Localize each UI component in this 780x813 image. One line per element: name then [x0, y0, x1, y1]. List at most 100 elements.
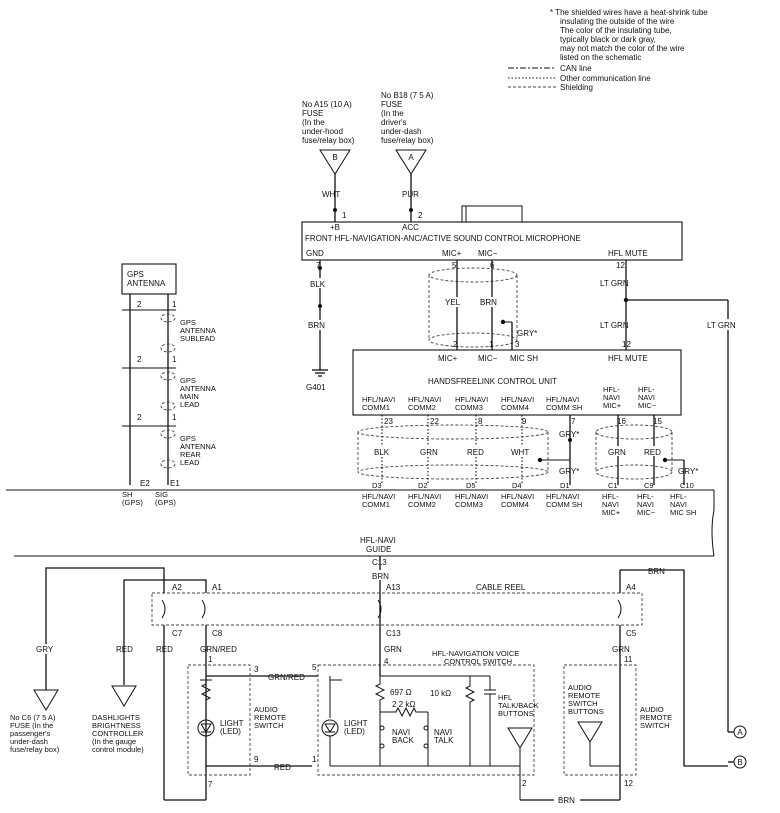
svg-text:LIGHT: LIGHT: [344, 719, 368, 728]
svg-text:2: 2: [453, 340, 458, 349]
svg-text:COMM1: COMM1: [362, 403, 390, 412]
audio-remote-switch-left: [187, 664, 251, 776]
svg-text:697 Ω: 697 Ω: [390, 688, 412, 697]
svg-text:GND: GND: [306, 249, 324, 258]
svg-text:AUDIO: AUDIO: [640, 705, 664, 714]
svg-text:COMM4: COMM4: [501, 500, 529, 509]
svg-text:B: B: [332, 153, 337, 162]
svg-text:7: 7: [208, 780, 213, 789]
svg-text:DASHLIGHTS: DASHLIGHTS: [92, 713, 140, 722]
svg-text:A: A: [737, 728, 743, 737]
svg-text:typically black or dark gray,: typically black or dark gray,: [560, 35, 656, 44]
svg-text:CONTROL SWITCH: CONTROL SWITCH: [444, 657, 512, 666]
svg-text:RED: RED: [274, 763, 291, 772]
handsfreelink-control-unit: [352, 349, 682, 416]
svg-text:GPS: GPS: [180, 434, 196, 443]
svg-text:LEAD: LEAD: [180, 458, 200, 467]
audio-remote-switch-right-title: AUDIO REMOTE SWITCH: [640, 705, 672, 730]
svg-text:may not match the color of the: may not match the color of the wire: [560, 44, 685, 53]
svg-text:driver's: driver's: [381, 118, 407, 127]
svg-text:MAIN: MAIN: [180, 392, 199, 401]
svg-text:under-dash: under-dash: [381, 127, 421, 136]
cable-reel-box: [151, 592, 643, 626]
svg-text:COMM1: COMM1: [362, 500, 390, 509]
svg-text:(LED): (LED): [344, 727, 365, 736]
svg-text:23: 23: [384, 417, 393, 426]
svg-text:5: 5: [312, 663, 317, 672]
svg-text:CAN line: CAN line: [560, 64, 592, 73]
svg-text:ANTENNA: ANTENNA: [127, 279, 166, 288]
shield-notes: * The shielded wires have a heat-shrink …: [550, 8, 708, 62]
svg-text:2: 2: [137, 355, 142, 364]
svg-text:MIC SH: MIC SH: [670, 508, 696, 517]
voice-switch-light: [321, 676, 342, 766]
audio-remote-switch-buttons-label: AUDIO REMOTE SWITCH BUTTONS: [568, 683, 604, 716]
front-microphone-title: FRONT HFL-NAVIGATION-ANC/ACTIVE SOUND CO…: [305, 234, 581, 243]
svg-text:BUTTONS: BUTTONS: [568, 707, 604, 716]
offpage-connector-b: [733, 755, 747, 769]
svg-text:BLK: BLK: [310, 280, 326, 289]
svg-text:7: 7: [571, 417, 576, 426]
svg-text:HFL: HFL: [498, 693, 512, 702]
svg-text:ANTENNA: ANTENNA: [180, 442, 216, 451]
svg-text:G401: G401: [306, 383, 326, 392]
svg-text:RED: RED: [467, 448, 484, 457]
svg-text:AUDIO: AUDIO: [254, 705, 278, 714]
svg-text:GRN/RED: GRN/RED: [200, 645, 237, 654]
svg-text:C8: C8: [212, 629, 223, 638]
svg-text:REMOTE: REMOTE: [640, 713, 672, 722]
svg-text:LT GRN: LT GRN: [600, 321, 629, 330]
svg-text:(GPS): (GPS): [155, 498, 176, 507]
hfl-navi-guide-outline: [6, 489, 715, 557]
svg-text:NAVI: NAVI: [602, 500, 619, 509]
svg-text:RED: RED: [644, 448, 661, 457]
svg-text:HFL/NAVI: HFL/NAVI: [455, 395, 488, 404]
svg-text:MIC+: MIC+: [442, 249, 462, 258]
svg-text:insulating the outside of the: insulating the outside of the wire: [560, 17, 675, 26]
svg-text:C13: C13: [386, 629, 401, 638]
svg-text:NAVI: NAVI: [638, 393, 655, 402]
svg-text:* The shielded wires have a h: * The shielded wires have a heat-shrink …: [550, 8, 708, 17]
svg-text:RED: RED: [156, 645, 173, 654]
fuse-b18-triangle: [395, 149, 427, 175]
dashlights-triangle: [111, 685, 137, 707]
svg-text:fuse/relay box): fuse/relay box): [302, 136, 355, 145]
svg-text:(In the gauge: (In the gauge: [92, 737, 136, 746]
svg-text:MIC SH: MIC SH: [510, 354, 538, 363]
guide-gps-pins: SH (GPS) SIG (GPS): [122, 490, 176, 507]
svg-text:A1: A1: [212, 583, 222, 592]
svg-text:E2: E2: [140, 479, 150, 488]
svg-text:BUTTONS: BUTTONS: [498, 709, 534, 718]
svg-text:2: 2: [137, 300, 142, 309]
svg-text:B: B: [737, 758, 742, 767]
offpage-connector-a: [733, 725, 747, 739]
svg-text:WHT: WHT: [322, 190, 340, 199]
svg-text:FUSE: FUSE: [302, 109, 323, 118]
gps-antenna-cable: 2 1 2 1 2 1: [122, 294, 177, 485]
svg-text:GRN: GRN: [612, 645, 630, 654]
svg-text:D3: D3: [372, 481, 382, 490]
svg-text:MIC−: MIC−: [638, 401, 657, 410]
svg-text:HFL/NAVI: HFL/NAVI: [408, 395, 441, 404]
svg-text:YEL: YEL: [445, 298, 461, 307]
audio-remote-switch-left-title: AUDIO REMOTE SWITCH: [254, 705, 286, 730]
svg-text:NAVI: NAVI: [434, 728, 452, 737]
svg-text:LT GRN: LT GRN: [707, 321, 736, 330]
svg-text:10 kΩ: 10 kΩ: [430, 689, 451, 698]
svg-text:REMOTE: REMOTE: [254, 713, 286, 722]
svg-text:SUBLEAD: SUBLEAD: [180, 334, 216, 343]
svg-text:HFL MUTE: HFL MUTE: [608, 249, 648, 258]
svg-text:HFL/NAVI: HFL/NAVI: [362, 395, 395, 404]
svg-text:+B: +B: [330, 223, 340, 232]
cable-reel-title: CABLE REEL: [476, 583, 526, 592]
svg-text:BRN: BRN: [480, 298, 497, 307]
svg-text:12: 12: [622, 340, 631, 349]
svg-text:1: 1: [312, 755, 317, 764]
svg-text:TALK: TALK: [434, 736, 454, 745]
fuse-b18-label: No B18 (7 5 A) FUSE (In the driver's und…: [381, 91, 434, 145]
svg-text:fuse/relay box): fuse/relay box): [10, 745, 60, 754]
svg-text:ANTENNA: ANTENNA: [180, 326, 216, 335]
svg-text:(In the: (In the: [302, 118, 325, 127]
